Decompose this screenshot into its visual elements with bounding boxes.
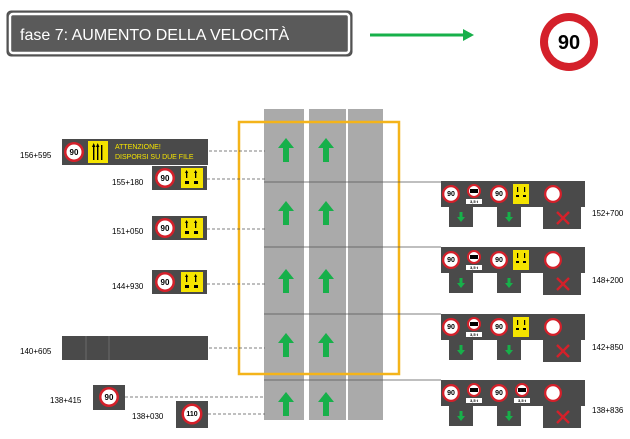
svg-text:138+030: 138+030 [132, 412, 164, 421]
svg-text:90: 90 [161, 278, 170, 287]
title-box: fase 7: AUMENTO DELLA VELOCITÀ [6, 10, 353, 57]
gantry-138-836: 90 3,5 t 90 3,5 t [441, 380, 585, 428]
gantry-142-850: 90 3,5 t 90 [441, 314, 585, 362]
svg-text:156+595: 156+595 [20, 151, 52, 160]
transition-arrow [370, 29, 474, 41]
lane-panel: 90 [152, 270, 207, 294]
lane-panel: 90 [152, 166, 207, 190]
warning-panel: 90 ATTENZIONE! DISPORSI SU DUE FILE [62, 139, 208, 165]
blank-panel [62, 336, 208, 360]
svg-text:3,5 t: 3,5 t [470, 199, 479, 204]
page-title: fase 7: AUMENTO DELLA VELOCITÀ [20, 25, 289, 44]
speed-sign-110: 110 [176, 401, 208, 428]
work-zone-outline [237, 120, 401, 376]
svg-text:90: 90 [161, 224, 170, 233]
svg-text:90: 90 [495, 257, 503, 264]
svg-text:151+050: 151+050 [112, 227, 144, 236]
right-connectors [264, 181, 441, 381]
speed-limit-sign-large: 90 [540, 13, 598, 71]
svg-text:90: 90 [495, 191, 503, 198]
left-connectors [125, 150, 265, 415]
svg-text:3,5 t: 3,5 t [470, 332, 479, 337]
speed-limit-value: 90 [558, 32, 580, 54]
svg-text:144+930: 144+930 [112, 282, 144, 291]
svg-text:138+836: 138+836 [592, 406, 624, 415]
svg-text:90: 90 [70, 148, 79, 157]
svg-text:152+700: 152+700 [592, 209, 624, 218]
gantry-152-700: 90 3,5 t 90 [441, 181, 585, 229]
svg-text:90: 90 [161, 174, 170, 183]
svg-text:90: 90 [447, 257, 455, 264]
gantry-148-200: 90 3,5 t 90 [441, 247, 585, 295]
svg-text:148+200: 148+200 [592, 276, 624, 285]
svg-text:90: 90 [495, 324, 503, 331]
svg-text:90: 90 [105, 393, 114, 402]
svg-text:110: 110 [186, 411, 197, 418]
svg-text:90: 90 [495, 390, 503, 397]
warning-line-1: ATTENZIONE! [115, 144, 161, 151]
svg-text:3,5 t: 3,5 t [518, 398, 527, 403]
warning-line-2: DISPORSI SU DUE FILE [115, 154, 194, 161]
svg-text:90: 90 [447, 390, 455, 397]
right-km-labels: 152+700 148+200 142+850 138+836 [592, 209, 624, 415]
svg-text:155+180: 155+180 [112, 178, 144, 187]
svg-text:90: 90 [447, 324, 455, 331]
svg-text:140+605: 140+605 [20, 347, 52, 356]
lane-panel: 90 [152, 216, 207, 240]
svg-text:90: 90 [447, 191, 455, 198]
svg-text:3,5 t: 3,5 t [470, 265, 479, 270]
left-km-labels: 156+595 155+180 151+050 144+930 140+605 … [20, 151, 164, 421]
svg-text:142+850: 142+850 [592, 343, 624, 352]
svg-text:3,5 t: 3,5 t [470, 398, 479, 403]
svg-text:138+415: 138+415 [50, 396, 82, 405]
speed-sign: 90 [93, 385, 125, 410]
